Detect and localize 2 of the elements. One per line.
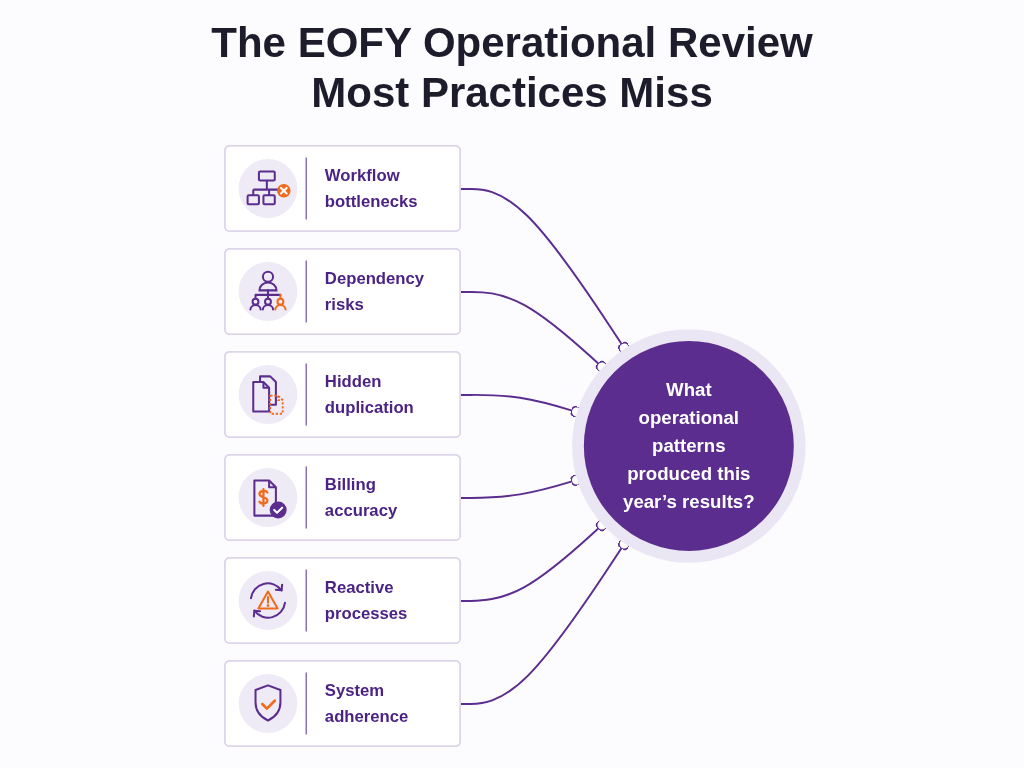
title: The EOFY Operational Review Most Practices Miss	[210, 18, 814, 119]
node-circle: What operational patterns produced this year’s results?	[571, 329, 806, 563]
